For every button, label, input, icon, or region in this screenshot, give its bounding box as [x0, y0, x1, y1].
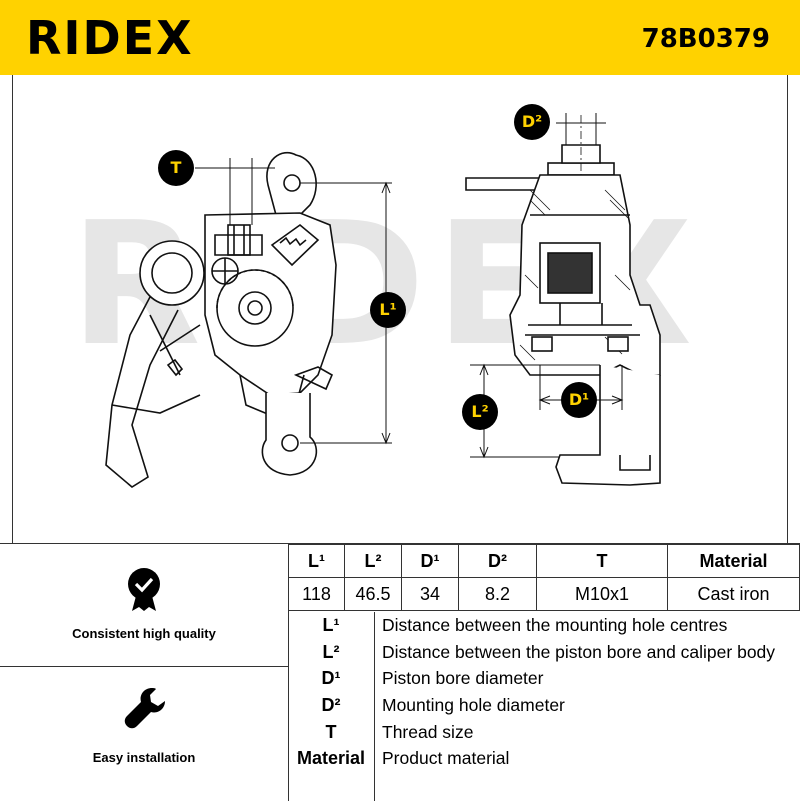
dimension-label-l2: L²	[462, 394, 498, 430]
brand-logo: RIDEX	[26, 11, 194, 65]
spec-header: L²	[344, 544, 402, 578]
spec-header: D¹	[401, 544, 459, 578]
legend-text: Mounting hole diameter	[382, 695, 565, 716]
spec-header: L¹	[288, 544, 345, 578]
dimension-label-t: T	[158, 150, 194, 186]
legend-item: D² Mounting hole diameter	[288, 692, 800, 719]
spec-header: D²	[458, 544, 537, 578]
info-section: Consistent high quality Easy installatio…	[0, 543, 800, 801]
feature-installation-label: Easy installation	[92, 750, 196, 765]
legend-text: Distance between the piston bore and cal…	[382, 641, 776, 662]
caliper-technical-drawing	[105, 113, 661, 488]
spec-value-row: 118 46.5 34 8.2 M10x1 Cast iron	[288, 577, 800, 611]
spec-value: Cast iron	[667, 577, 800, 611]
spec-header: T	[536, 544, 668, 578]
legend-divider	[374, 612, 375, 801]
dimension-label-l1: L¹	[370, 292, 406, 328]
spec-value: 8.2	[458, 577, 537, 611]
dimension-label-d2: D²	[514, 104, 550, 140]
drawing-frame	[12, 75, 788, 543]
spec-value: 46.5	[344, 577, 402, 611]
feature-installation: Easy installation	[0, 666, 289, 801]
legend-text: Product material	[382, 748, 510, 769]
spec-header-row: L¹ L² D¹ D² T Material	[288, 544, 800, 578]
dimension-label-d1: D¹	[561, 382, 597, 418]
spec-value: 34	[401, 577, 459, 611]
legend-key: Material	[296, 748, 366, 769]
wrench-icon	[124, 688, 165, 729]
spec-header: Material	[667, 544, 800, 578]
badge-check-icon	[128, 568, 160, 611]
legend-key: D¹	[321, 668, 341, 689]
legend-item: Material Product material	[288, 745, 800, 772]
feature-quality: Consistent high quality	[0, 544, 289, 667]
legend-list: L¹ Distance between the mounting hole cen…	[288, 612, 800, 801]
legend-item: T Thread size	[288, 719, 800, 746]
spec-table: L¹ L² D¹ D² T Material 118 46.5 34 8.2 M…	[288, 544, 800, 611]
legend-item: D¹ Piston bore diameter	[288, 665, 800, 692]
legend-key: D²	[321, 695, 341, 716]
legend-key: L¹	[322, 615, 340, 635]
legend-key: T	[325, 721, 337, 742]
legend-text: Piston bore diameter	[382, 668, 544, 689]
legend-item: L¹ Distance between the mounting hole cen…	[288, 612, 800, 639]
legend-item: L² Distance between the piston bore and c…	[288, 639, 800, 666]
spec-value: 118	[288, 577, 345, 611]
legend-text: Distance between the mounting hole centr…	[382, 615, 728, 635]
spec-value: M10x1	[536, 577, 668, 611]
legend-text: Thread size	[382, 721, 474, 742]
feature-quality-label: Consistent high quality	[72, 626, 216, 641]
part-number: 78B0379	[641, 24, 770, 54]
header-bar: RIDEX 78B0379	[0, 0, 800, 75]
legend-key: L²	[322, 641, 340, 662]
